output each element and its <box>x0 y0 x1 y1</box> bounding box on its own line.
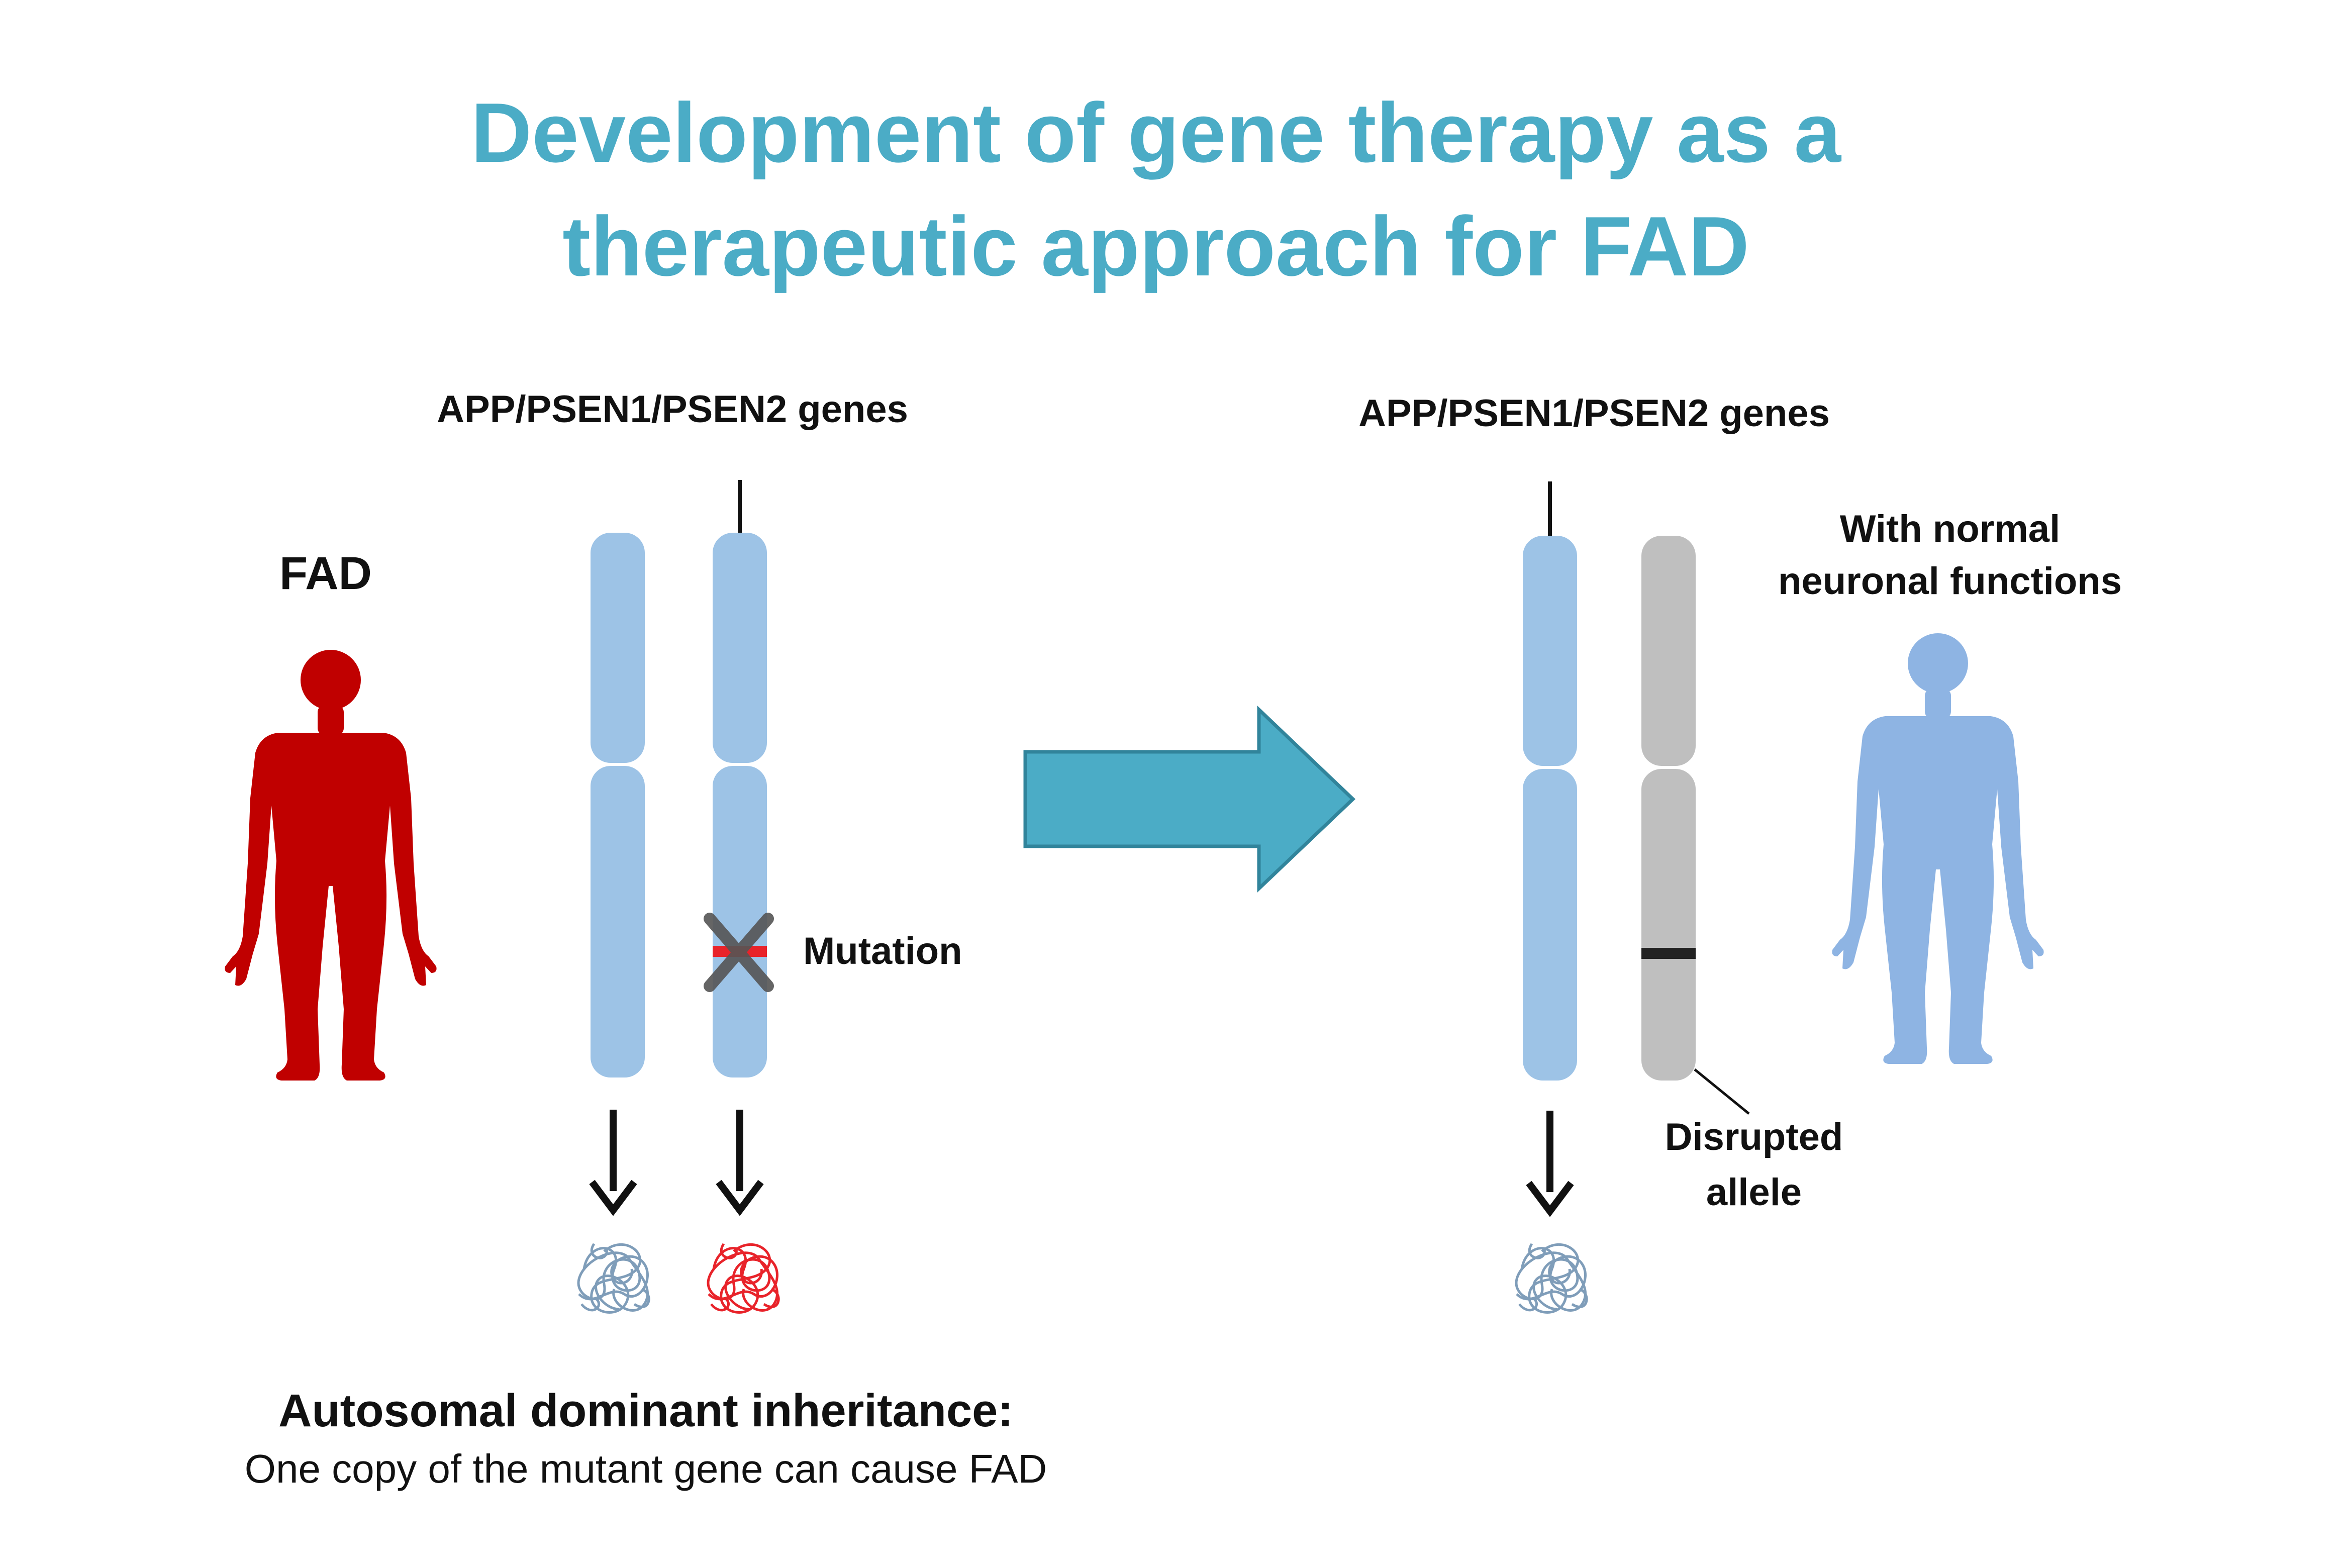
left-expression-arrow-2 <box>716 1110 764 1216</box>
title-line-1: Development of gene therapy as a <box>471 85 1842 180</box>
right-chromosome-disrupted-upper <box>1641 536 1696 766</box>
inheritance-text: One copy of the mutant gene can cause FA… <box>245 1446 1047 1491</box>
right-arrow-icon <box>1023 705 1356 893</box>
normal-protein-icon <box>578 1244 649 1312</box>
right-chromosome-normal-upper <box>1523 536 1577 766</box>
right-chromosome-normal-lower <box>1523 769 1577 1081</box>
right-expression-arrow <box>1526 1111 1574 1217</box>
disrupted-band <box>1641 948 1696 959</box>
outcome-line-2: neuronal functions <box>1778 560 2122 603</box>
left-chromosome-2-upper <box>713 533 767 763</box>
outcome-line-1: With normal <box>1840 508 2060 550</box>
left-chromosome-1-lower <box>591 766 645 1077</box>
fad-label: FAD <box>279 548 372 599</box>
mutation-label: Mutation <box>803 930 962 972</box>
inheritance-heading: Autosomal dominant inheritance: <box>278 1385 1013 1436</box>
left-expression-arrow-1 <box>589 1110 637 1216</box>
title-line-2: therapeutic approach for FAD <box>562 199 1749 293</box>
disrupted-allele-line-1: Disrupted <box>1665 1116 1843 1158</box>
healthy-person-icon <box>1832 633 2044 1064</box>
left-chromosome-1-upper <box>591 533 645 763</box>
right-genes-label: APP/PSEN1/PSEN2 genes <box>1358 392 1830 435</box>
disrupted-allele-line-2: allele <box>1706 1171 1802 1214</box>
disrupted-allele-pointer <box>1694 1068 1750 1115</box>
mutant-protein-icon <box>708 1244 778 1312</box>
left-chromosome-2-lower <box>713 766 767 1077</box>
right-chromosome-disrupted-lower <box>1641 769 1696 1081</box>
cross-mark-icon <box>704 913 774 992</box>
patient-icon <box>225 650 437 1081</box>
left-genes-label: APP/PSEN1/PSEN2 genes <box>437 388 908 431</box>
right-normal-protein-icon <box>1516 1244 1587 1312</box>
